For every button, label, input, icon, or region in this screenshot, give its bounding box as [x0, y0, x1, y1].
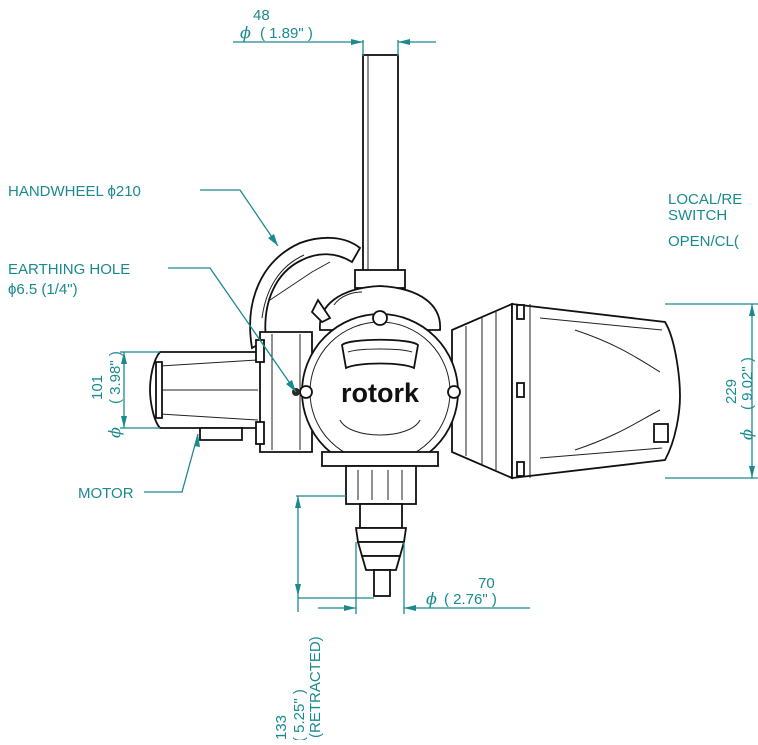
dim-101-mm: 101: [89, 375, 106, 400]
handwheel: [249, 236, 362, 350]
earthing-label-line1: EARTHING HOLE: [8, 261, 130, 278]
phi-symbol: ϕ: [240, 23, 251, 42]
dim-133-in: ( 5.25" ): [291, 689, 308, 740]
rotork-logo: rotork: [341, 378, 420, 408]
right-cover: [451, 302, 681, 480]
actuator-outline: rotork: [149, 54, 681, 597]
neck-housing: [319, 285, 441, 331]
motor: [149, 351, 263, 441]
callout-handwheel: HANDWHEEL ϕ210: [8, 183, 279, 247]
callout-switches: LOCAL/RE SWITCH OPEN/CL(: [668, 191, 742, 250]
dim-70-mm: 70: [478, 575, 495, 592]
dim-retracted-note: (RETRACTED): [307, 636, 324, 738]
left-flange: [255, 331, 313, 453]
local-remote-label: LOCAL/RE: [668, 191, 742, 208]
callout-motor: MOTOR: [78, 433, 200, 502]
callout-earthing: EARTHING HOLE ϕ6.5 (1/4"): [8, 261, 297, 393]
phi-symbol-base: ϕ: [426, 589, 437, 608]
phi-symbol-body: ϕ: [737, 429, 756, 440]
dim-48-in: ( 1.89" ): [260, 25, 313, 42]
dim-48-mm: 48: [253, 7, 270, 24]
open-close-label: OPEN/CL(: [668, 233, 739, 250]
switch-label: SWITCH: [668, 207, 727, 224]
dim-base-diameter: 70 ϕ ( 2.76" ): [318, 542, 530, 614]
spindle-tube: [354, 54, 406, 289]
dim-motor-diameter: 101 ( 3.98" ) ϕ: [89, 351, 160, 438]
dim-133-mm: 133: [273, 715, 290, 740]
top-lug: [310, 298, 332, 324]
dim-229-in: ( 9.02" ): [739, 357, 756, 410]
dim-body-height: 229 ( 9.02" ) ϕ: [665, 303, 758, 479]
dim-229-mm: 229: [723, 379, 740, 404]
dim-101-in: ( 3.98" ): [107, 351, 124, 404]
main-cover: rotork: [292, 310, 461, 474]
dim-70-in: ( 2.76" ): [444, 591, 497, 608]
motor-label: MOTOR: [78, 485, 134, 502]
dim-retracted-length: 133 ( 5.25" ) (RETRACTED): [273, 495, 374, 742]
base-block: [321, 451, 439, 597]
phi-symbol-motor: ϕ: [105, 427, 124, 438]
earthing-label-line2: ϕ6.5 (1/4"): [8, 281, 78, 298]
dim-spindle-diameter: 48 ϕ ( 1.89" ): [233, 7, 436, 56]
handwheel-label: HANDWHEEL ϕ210: [8, 183, 141, 200]
